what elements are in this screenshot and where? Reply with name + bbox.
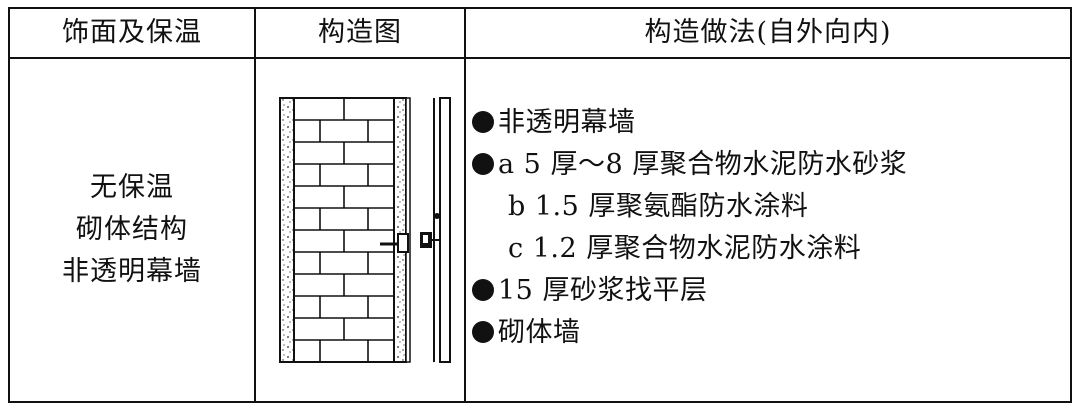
finish-line: 无保温 (90, 172, 174, 203)
curtain-wall-panel (439, 97, 451, 363)
method-item-text: 非透明幕墙 (498, 107, 636, 138)
method-item: 砌体墙 (472, 312, 907, 354)
method-item: 非透明幕墙 (472, 102, 907, 144)
wall-section-diagram (279, 97, 451, 363)
method-item-text: 15 厚砂浆找平层 (498, 275, 708, 306)
method-item-text: c 1.2 厚聚合物水泥防水涂料 (508, 233, 862, 264)
finish-line: 砌体结构 (76, 214, 188, 245)
finish-insulation-cell: 无保温 砌体结构 非透明幕墙 (10, 59, 254, 401)
column-divider (254, 9, 256, 401)
construction-method-list: 非透明幕墙 a 5 厚～8 厚聚合物水泥防水砂浆 b 1.5 厚聚氨酯防水涂料 … (472, 102, 907, 354)
leveling-layer (393, 97, 407, 363)
bullet-icon (472, 279, 494, 301)
header-construction-method: 构造做法(自外向内) (644, 17, 892, 48)
method-item: a 5 厚～8 厚聚合物水泥防水砂浆 (472, 144, 907, 186)
method-item: c 1.2 厚聚合物水泥防水涂料 (472, 228, 907, 270)
method-item-text: b 1.5 厚聚氨酯防水涂料 (508, 191, 809, 222)
construction-table: 饰面及保温 构造图 构造做法(自外向内) 无保温 砌体结构 非透明幕墙 (8, 7, 1072, 403)
method-item-text: 砌体墙 (498, 317, 581, 348)
method-item: 15 厚砂浆找平层 (472, 270, 907, 312)
waterproof-layer (405, 97, 411, 363)
bullet-icon (472, 111, 494, 133)
method-item-text: a 5 厚～8 厚聚合物水泥防水砂浆 (498, 149, 908, 180)
column-divider (464, 9, 466, 401)
anchor-bracket (380, 213, 440, 253)
brick-courses (294, 98, 394, 362)
header-construction-diagram: 构造图 (318, 17, 402, 48)
bullet-icon (472, 321, 494, 343)
method-item: b 1.5 厚聚氨酯防水涂料 (472, 186, 907, 228)
bullet-icon (472, 153, 494, 175)
table-header-row: 饰面及保温 构造图 构造做法(自外向内) (10, 9, 1070, 59)
plaster-layer (279, 97, 295, 363)
finish-line: 非透明幕墙 (62, 256, 202, 287)
header-finish-insulation: 饰面及保温 (62, 17, 202, 48)
